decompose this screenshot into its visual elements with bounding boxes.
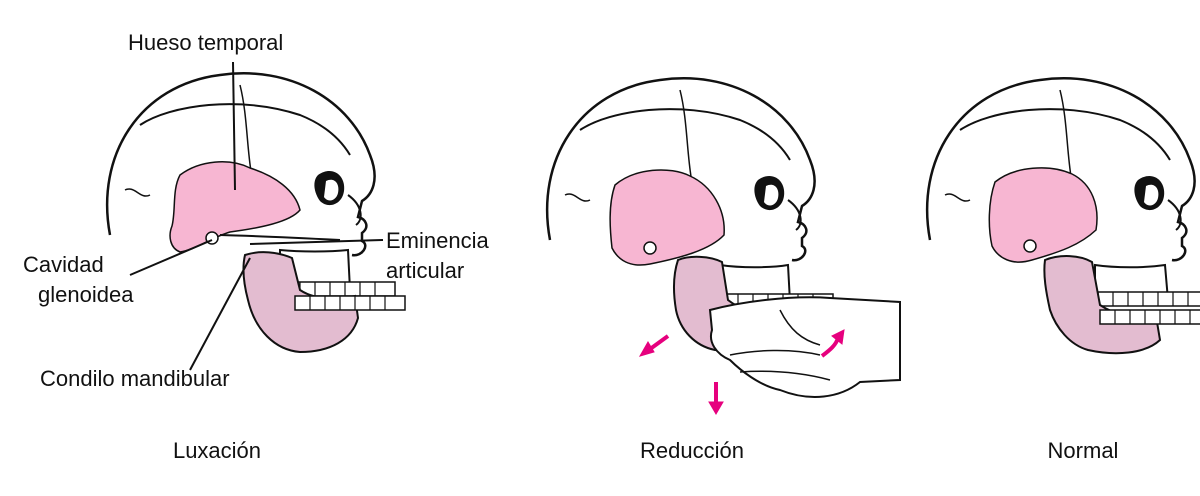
temporal-bone [988,167,1098,263]
leader-temporal-bone [232,61,236,191]
label-mandibular-condyle: Condilo mandibular [40,366,230,391]
temporal-bone [169,161,301,253]
label-articular-eminence-2: articular [386,258,465,283]
label-temporal-bone: Hueso temporal [128,30,284,55]
leader-mandibular-condyle [189,257,251,371]
caption-dislocation: Luxación [172,438,262,463]
leader-glenoid-cavity [129,239,213,276]
leader-lines [129,61,384,371]
caption-reduction: Reducción [640,438,744,463]
hand [708,296,901,398]
temporal-bone [609,169,725,266]
mandible [1043,255,1162,355]
caption-normal: Normal [1047,438,1119,463]
leader-articular-eminence [249,239,384,245]
skull-reduction [545,77,901,398]
skull-dislocation [105,72,406,354]
skull-normal [925,77,1200,355]
label-glenoid-cavity-2: glenoidea [38,282,134,307]
label-articular-eminence-1: Eminencia [386,228,489,253]
label-glenoid-cavity-1: Cavidad [23,252,104,277]
reduction-arrows [638,329,845,415]
